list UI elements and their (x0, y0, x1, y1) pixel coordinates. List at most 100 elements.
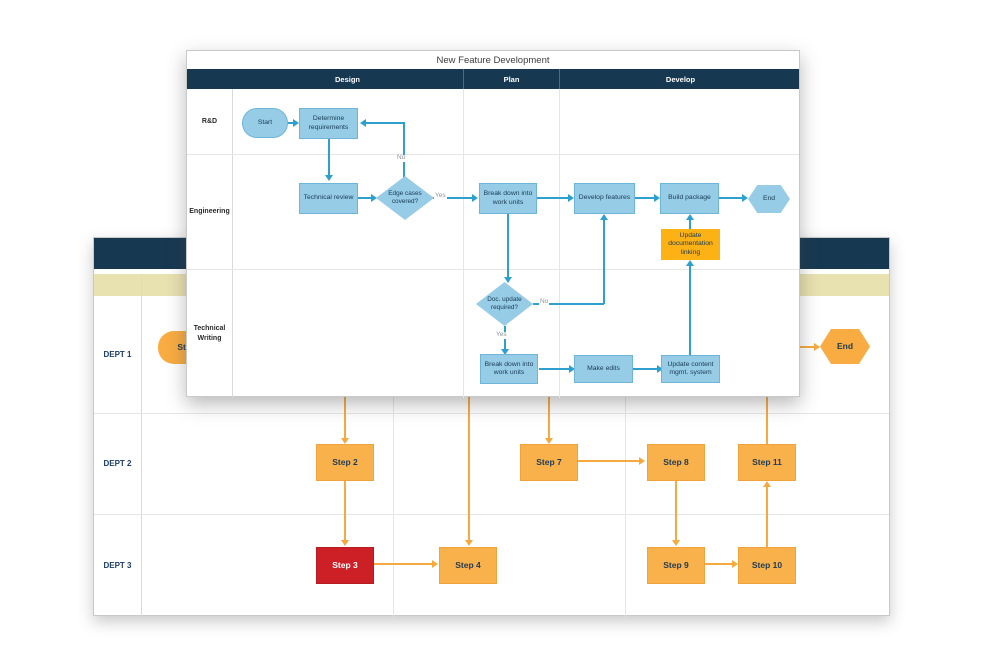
node-edge-cases-covered[interactable]: Edge cases covered? (376, 176, 434, 220)
connector (766, 388, 768, 444)
arrowhead (672, 540, 680, 546)
column-divider (559, 89, 560, 398)
arrowhead (325, 175, 333, 181)
connector (578, 460, 641, 462)
arrowhead (814, 343, 820, 351)
lane-label-rnd: R&D (201, 117, 218, 125)
chart-title: New Feature Development (436, 54, 550, 66)
connector (705, 563, 734, 565)
new-feature-flowchart: New Feature Development Design Plan Deve… (186, 50, 800, 398)
arrowhead (657, 365, 663, 373)
arrowhead (686, 214, 694, 220)
connector (689, 218, 691, 230)
node-step10[interactable]: Step 10 (738, 547, 796, 584)
arrowhead (371, 194, 377, 202)
edge-label-no: No (539, 298, 550, 306)
arrowhead (545, 438, 553, 444)
phase-develop: Develop (559, 69, 801, 89)
node-step2[interactable]: Step 2 (316, 444, 374, 481)
node-step9[interactable]: Step 9 (647, 547, 705, 584)
lane-divider (187, 154, 799, 155)
node-determine-requirements[interactable]: Determine requirements (299, 108, 358, 139)
arrowhead (501, 349, 509, 355)
arrowhead (432, 560, 438, 568)
connector (358, 197, 373, 199)
connector (403, 122, 405, 178)
phase-plan: Plan (463, 69, 559, 89)
connector (539, 368, 571, 370)
node-break-down-work-units-tw[interactable]: Break down into work units (480, 354, 538, 384)
node-step11[interactable]: Step 11 (738, 444, 796, 481)
arrowhead (686, 260, 694, 266)
connector (507, 214, 509, 279)
arrowhead (763, 481, 771, 487)
connector (468, 386, 470, 542)
lane-label-divider (141, 274, 142, 617)
arrowhead (341, 540, 349, 546)
node-technical-review[interactable]: Technical review (299, 183, 358, 214)
column-divider (393, 296, 394, 617)
arrowhead (293, 119, 299, 127)
node-update-content-mgmt-system[interactable]: Update content mgmt. system (661, 355, 720, 383)
node-step4[interactable]: Step 4 (439, 547, 497, 584)
arrowhead (472, 194, 478, 202)
node-step3[interactable]: Step 3 (316, 547, 374, 584)
connector (635, 197, 656, 199)
lane-label-dept3: DEPT 3 (103, 561, 132, 570)
arrowhead (360, 119, 366, 127)
phase-header-bar: Design Plan Develop (187, 69, 799, 89)
node-step7[interactable]: Step 7 (520, 444, 578, 481)
lane-divider (187, 269, 799, 270)
node-end[interactable]: End (820, 329, 870, 364)
node-break-down-work-units-eng[interactable]: Break down into work units (479, 183, 537, 214)
phase-design: Design (334, 74, 360, 84)
arrowhead (654, 194, 660, 202)
connector (719, 197, 744, 199)
node-doc-update-required[interactable]: Doc. update required? (476, 282, 533, 326)
connector (766, 485, 768, 547)
edge-label-yes: Yes (495, 331, 508, 339)
arrowhead (341, 438, 349, 444)
node-build-package[interactable]: Build package (660, 183, 719, 214)
connector (533, 303, 604, 305)
arrowhead (742, 194, 748, 202)
connector (794, 346, 816, 348)
connector (689, 264, 691, 356)
connector (633, 368, 659, 370)
lane-label-dept2: DEPT 2 (103, 459, 132, 468)
connector (433, 197, 474, 199)
connector (603, 218, 605, 304)
lane-label-technical-writing: Technical Writing (193, 325, 226, 342)
connector (374, 563, 434, 565)
arrowhead (465, 540, 473, 546)
column-divider (463, 89, 464, 398)
node-make-edits[interactable]: Make edits (574, 355, 633, 383)
column-divider (625, 296, 626, 617)
connector (675, 481, 677, 542)
node-develop-features[interactable]: Develop features (574, 183, 635, 214)
arrowhead (569, 365, 575, 373)
arrowhead (732, 560, 738, 568)
connector (344, 481, 346, 542)
lane-label-dept1: DEPT 1 (103, 350, 132, 359)
edge-label-yes: Yes (434, 192, 447, 200)
connector (366, 122, 405, 124)
node-update-documentation-linking[interactable]: Update documentation linking (661, 229, 720, 260)
connector (288, 122, 295, 124)
edge-label-no: No (396, 154, 407, 162)
arrowhead (600, 214, 608, 220)
node-end[interactable]: End (748, 185, 790, 213)
connector (328, 139, 330, 178)
lane-label-engineering: Engineering (189, 207, 230, 215)
node-start[interactable]: Start (242, 108, 288, 138)
lane-divider (94, 413, 889, 414)
arrowhead (504, 277, 512, 283)
connector (548, 386, 550, 440)
arrowhead (639, 457, 645, 465)
arrowhead (568, 194, 574, 202)
connector (344, 386, 346, 440)
node-step8[interactable]: Step 8 (647, 444, 705, 481)
lane-label-divider (232, 89, 233, 398)
connector (537, 197, 570, 199)
